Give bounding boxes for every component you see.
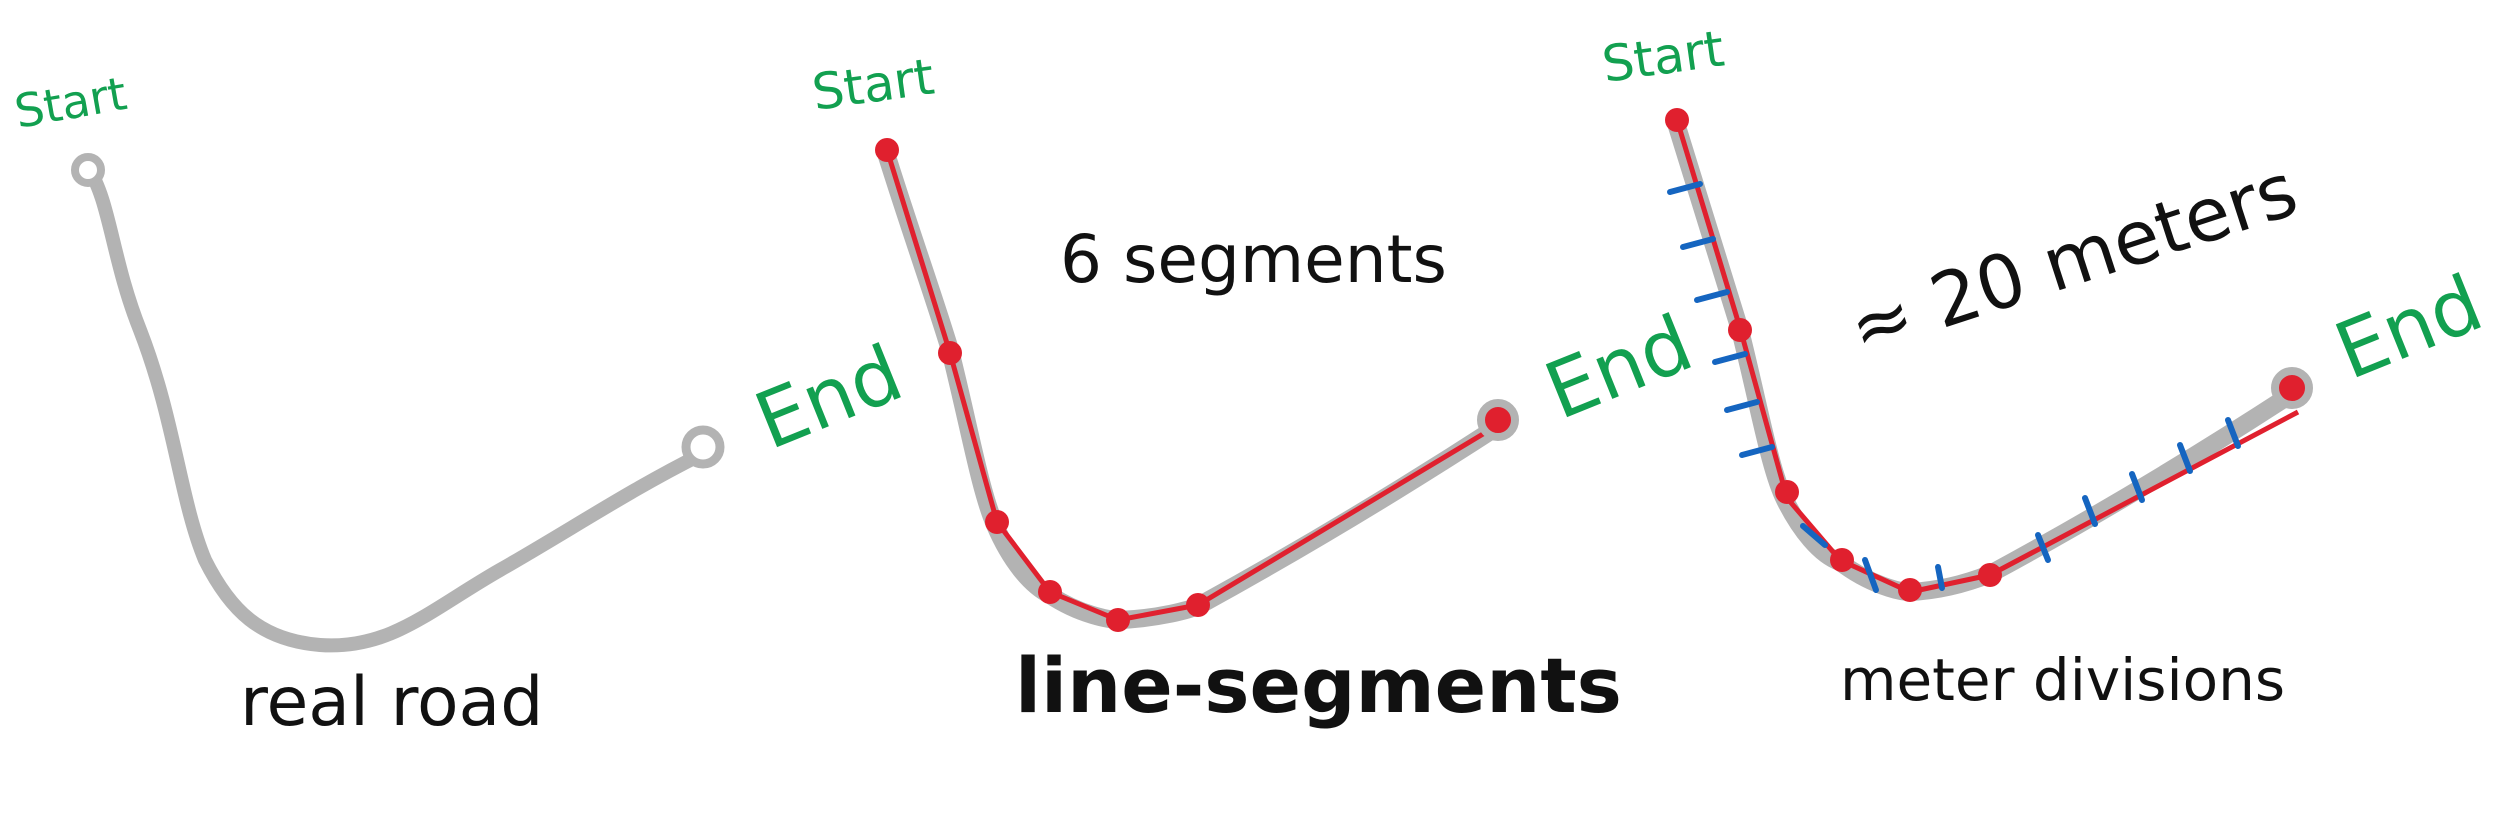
- meter-division-ticks: [1667, 181, 2241, 593]
- meter-tick: [1680, 236, 1716, 250]
- end-point: [1477, 399, 1519, 441]
- vertex-point: [1665, 108, 1689, 132]
- segment-vertices: [1665, 108, 2002, 602]
- meter-tick: [1935, 564, 1945, 591]
- meter-tick: [2225, 417, 2241, 449]
- meter-tick: [1712, 351, 1748, 365]
- panel-caption: line-segments: [1015, 641, 1622, 730]
- meter-tick: [2129, 471, 2145, 503]
- meter-tick: [1739, 444, 1775, 458]
- panel-real-road: Start End real road: [11, 66, 915, 742]
- meter-tick: [2177, 442, 2193, 474]
- vertex-point: [1106, 608, 1130, 632]
- vertex-point: [1775, 480, 1799, 504]
- meter-tick: [1724, 399, 1760, 413]
- panel-caption: real road: [240, 663, 543, 742]
- end-label: End: [1533, 299, 1704, 438]
- meter-tick: [2035, 532, 2051, 563]
- segment-count-annotation: 6 segments: [1060, 221, 1447, 298]
- vertex-point: [1830, 548, 1854, 572]
- end-point: [2271, 367, 2313, 409]
- end-point: [681, 425, 725, 469]
- start-label: Start: [1599, 19, 1728, 93]
- vertex-point: [1186, 593, 1210, 617]
- meter-tick: [1667, 181, 1703, 195]
- panel-line-segments: Start 6 segments End line-segments: [809, 47, 1705, 730]
- meter-tick: [1862, 557, 1879, 593]
- panel-meter-divisions: Start ≈ 20 meters: [1599, 19, 2495, 714]
- segment-vertices: [875, 138, 1210, 632]
- vertex-point: [985, 510, 1009, 534]
- end-label: End: [2323, 259, 2494, 398]
- meter-tick: [1800, 523, 1828, 548]
- vertex-point: [938, 341, 962, 365]
- start-label: Start: [809, 47, 938, 121]
- end-label: End: [743, 329, 914, 468]
- vertex-point: [1728, 318, 1752, 342]
- vertex-point: [875, 138, 899, 162]
- meter-tick: [1694, 289, 1730, 303]
- vertex-point: [1898, 578, 1922, 602]
- road-curve: [81, 161, 707, 653]
- panel-caption: meter divisions: [1840, 646, 2285, 714]
- start-point: [71, 153, 105, 187]
- vertex-point: [1978, 563, 2002, 587]
- vertex-point: [1038, 580, 1062, 604]
- start-label: Start: [11, 66, 131, 139]
- meter-tick: [2082, 495, 2098, 527]
- meter-spacing-annotation: ≈ 20 meters: [1839, 147, 2307, 372]
